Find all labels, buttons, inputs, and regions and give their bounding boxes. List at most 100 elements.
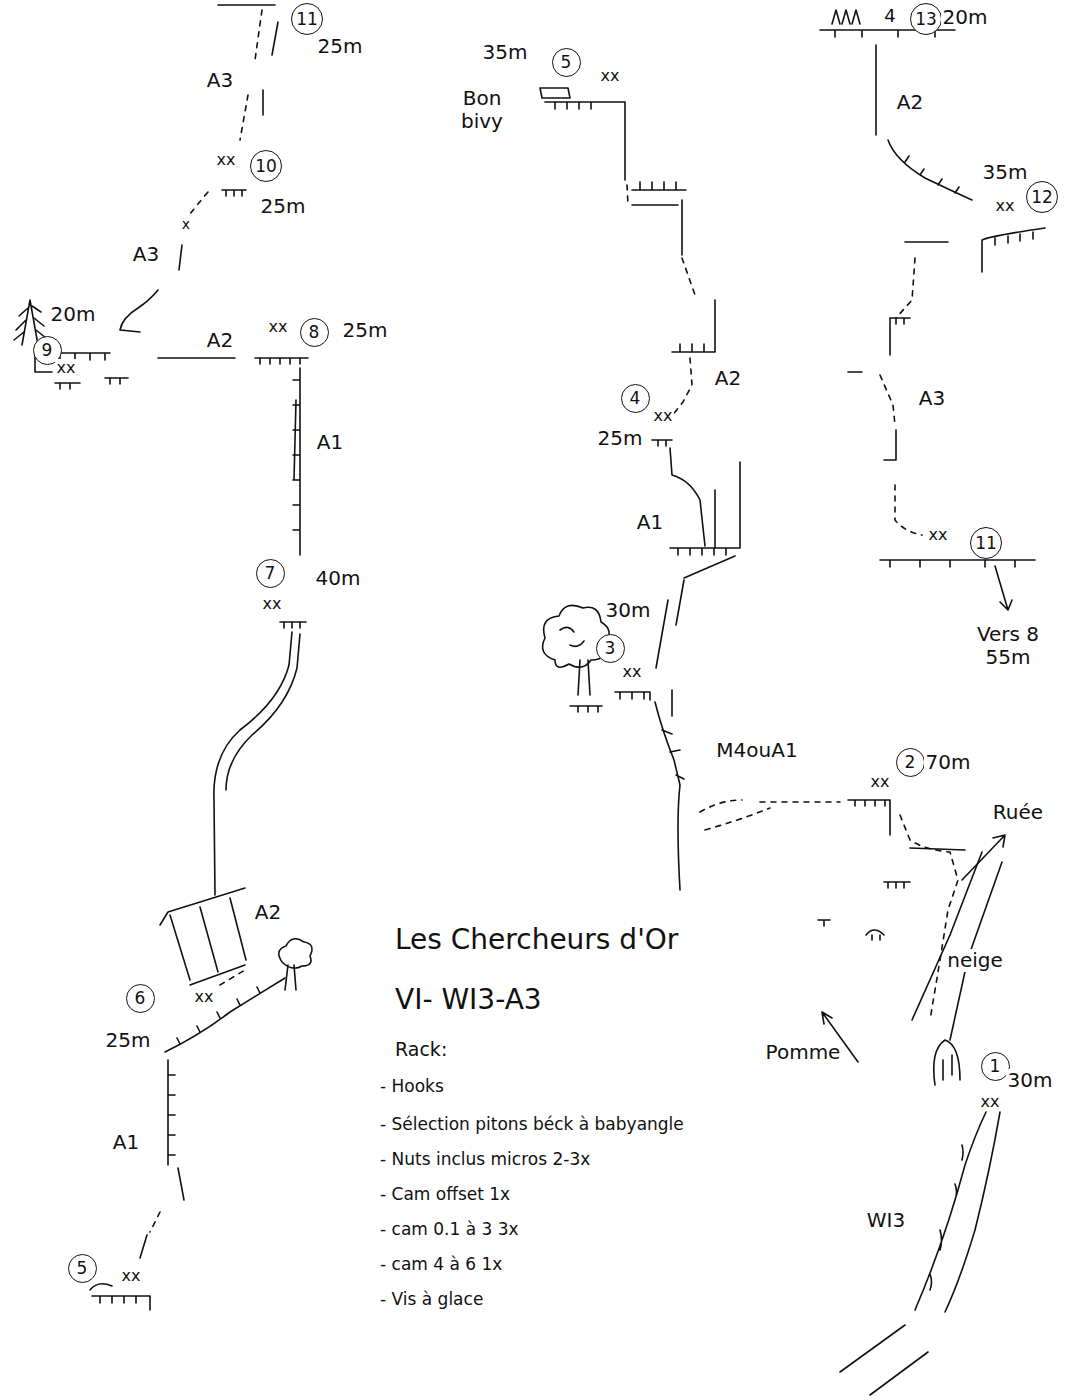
crack — [263, 22, 278, 115]
topo-label: A2 — [205, 329, 235, 352]
pitch-number-circle: 12 — [1026, 181, 1058, 213]
ledge — [255, 358, 308, 364]
rack-note: - Cam offset 1x — [378, 1185, 512, 1205]
rack-note: VI- WI3-A3 — [393, 984, 544, 1016]
pitch-number: 8 — [309, 323, 320, 342]
pitch-number: 10 — [255, 157, 277, 176]
pitch-number-circle: 8 — [300, 318, 329, 347]
pitch-number-circle: 10 — [250, 150, 282, 182]
topo-label: A1 — [635, 511, 665, 534]
topo-label: 70m — [924, 751, 973, 774]
crack-with-pitons — [140, 1060, 184, 1258]
route-dashed — [896, 258, 915, 318]
topo-label: Pomme — [764, 1041, 843, 1064]
topo-label: x — [180, 216, 192, 232]
topo-label: A3 — [205, 69, 235, 92]
topo-label: xx — [120, 1267, 143, 1285]
topo-label: A2 — [713, 367, 743, 390]
ledge — [848, 800, 890, 835]
crack — [214, 632, 300, 895]
pitch-number-circle: 7 — [256, 559, 285, 588]
pitch-number-circle: 13 — [910, 3, 942, 35]
dihedral — [656, 448, 740, 668]
pitch-number-circle: 2 — [896, 748, 925, 777]
pitch-number: 2 — [905, 753, 916, 772]
topo-label: 20m — [49, 303, 98, 326]
arrow — [995, 566, 1012, 610]
topo-label: 4 — [882, 6, 897, 27]
topo-label: Bon bivy — [452, 87, 512, 133]
shrub — [279, 939, 312, 990]
ledge — [218, 4, 275, 6]
rack-note: - Hooks — [378, 1077, 446, 1097]
snow-gully — [912, 852, 1002, 1040]
rack-note: - cam 0.1 à 3 3x — [378, 1220, 521, 1240]
topo-label: xx — [55, 359, 78, 377]
roof — [160, 888, 246, 985]
topo-label: 30m — [1006, 1069, 1055, 1092]
topo-label: 30m — [604, 599, 653, 622]
route-dashed — [190, 192, 208, 214]
pitch-number: 7 — [265, 564, 276, 583]
traverse-line — [158, 357, 235, 359]
pitch-number: 3 — [605, 639, 616, 658]
topo-label: A1 — [315, 431, 345, 454]
ledge — [165, 978, 285, 1052]
pitch-number-circle: 11 — [970, 527, 1002, 559]
bivy-ledge — [540, 88, 625, 180]
topo-label: 40m — [314, 567, 363, 590]
topo-label: WI3 — [865, 1209, 907, 1232]
topo-label: A1 — [111, 1131, 141, 1154]
rack-note: - Vis à glace — [378, 1290, 485, 1310]
topo-label: 25m — [341, 319, 390, 342]
ledge — [90, 1284, 150, 1310]
pitch-number: 6 — [135, 989, 146, 1008]
topo-label: A2 — [895, 91, 925, 114]
arrow — [962, 835, 1005, 880]
ledge — [632, 182, 686, 255]
ledge — [905, 228, 1045, 272]
pitch-number: 4 — [630, 389, 641, 408]
ledge — [222, 190, 246, 196]
pitch-number: 5 — [561, 53, 572, 72]
ledge — [570, 690, 672, 716]
topo-label: Vers 8 55m — [973, 623, 1043, 669]
topo-label: 25m — [316, 35, 365, 58]
ledge — [280, 622, 306, 628]
pitch-number-circle: 6 — [126, 984, 155, 1013]
topo-label: xx — [979, 1093, 1002, 1111]
ledge — [848, 318, 910, 460]
route-dashed — [627, 185, 695, 295]
route-dashed — [220, 970, 245, 985]
ledge — [652, 440, 672, 446]
topo-label: A2 — [253, 901, 283, 924]
topo-label: 35m — [481, 41, 530, 64]
crack-with-pitons — [293, 368, 300, 555]
topo-label: A3 — [131, 243, 161, 266]
ledge — [880, 560, 1035, 567]
crack-with-pitons — [655, 702, 684, 890]
pitch-number-circle: 5 — [552, 48, 581, 77]
pitch-number-circle: 3 — [596, 634, 625, 663]
pitch-number: 11 — [975, 534, 997, 553]
topo-label: xx — [193, 988, 216, 1006]
topo-label: 35m — [981, 161, 1030, 184]
topo-label: xx — [994, 197, 1017, 215]
pitch-number: 11 — [296, 10, 318, 29]
route-dashed — [900, 815, 958, 1020]
pitch-number-circle: 11 — [291, 3, 323, 35]
pitch-number-circle: 5 — [68, 1254, 97, 1283]
ledge — [818, 848, 965, 940]
route-dashed — [672, 358, 692, 416]
rack-note: - Sélection pitons béck à babyangle — [378, 1115, 686, 1135]
route-dashed — [150, 1212, 160, 1232]
topo-label: xx — [267, 318, 290, 336]
topo-label: 25m — [596, 427, 645, 450]
topo-label: Ruée — [991, 801, 1045, 824]
topo-label: 25m — [104, 1029, 153, 1052]
topo-label: 20m — [941, 6, 990, 29]
topo-label: A3 — [917, 387, 947, 410]
crack — [876, 45, 972, 200]
trees — [832, 10, 860, 24]
